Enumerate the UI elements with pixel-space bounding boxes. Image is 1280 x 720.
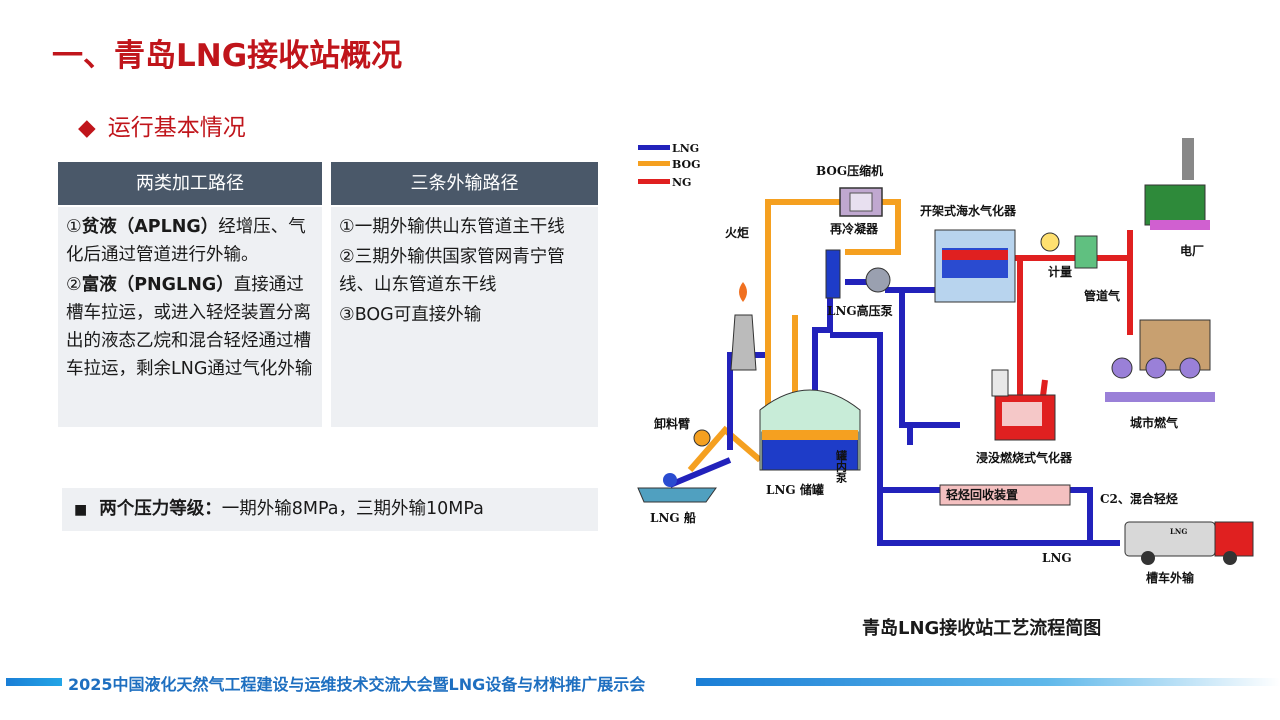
table-column-processing: 两类加工路径 ①贫液（APLNG）经增压、气化后通过管道进行外输。 ②富液（PN… bbox=[58, 162, 322, 427]
lng-line bbox=[1070, 487, 1093, 540]
lng-tank-icon bbox=[759, 389, 861, 471]
table-header: 两类加工路径 bbox=[58, 162, 322, 205]
pressure-note: ■ 两个压力等级：一期外输8MPa，三期外输10MPa bbox=[62, 488, 598, 531]
truck-label: 槽车外输 bbox=[1146, 570, 1195, 585]
pressure-label: 两个压力等级： bbox=[99, 499, 222, 519]
page-title: 一、青岛LNG接收站概况 bbox=[52, 38, 403, 74]
meter-label: 计量 bbox=[1048, 264, 1072, 279]
scv-icon bbox=[991, 369, 1056, 441]
list-item: ②富液（PNGLNG）直接通过槽车拉运，或进入轻烃装置分离出的液态乙烷和混合轻烃… bbox=[66, 271, 314, 383]
table-cell: ①贫液（APLNG）经增压、气化后通过管道进行外输。 ②富液（PNGLNG）直接… bbox=[58, 207, 322, 427]
legend-swatch-bog bbox=[638, 161, 670, 166]
lng-tank-label: LNG 储罐 bbox=[766, 482, 824, 497]
list-item: ③BOG可直接外输 bbox=[339, 305, 482, 325]
lng-line bbox=[899, 290, 960, 428]
item-bold: 富液（PNGLNG） bbox=[81, 275, 234, 295]
truck-tank-label: LNG bbox=[1170, 527, 1187, 536]
recondenser-label: 再冷凝器 bbox=[830, 221, 879, 236]
list-item: ①贫液（APLNG）经增压、气化后通过管道进行外输。 bbox=[66, 213, 314, 269]
legend-label: LNG bbox=[672, 142, 699, 155]
section-subtitle: ◆ 运行基本情况 bbox=[78, 108, 246, 142]
item-text: 经增压、气化后通过管道进行外输。 bbox=[66, 217, 306, 265]
footer: 2025中国液化天然气工程建设与运维技术交流大会暨LNG设备与材料推广展示会 bbox=[0, 668, 1280, 698]
subtitle-text: 运行基本情况 bbox=[107, 115, 246, 141]
footer-left-bar bbox=[6, 678, 62, 686]
recondenser-icon bbox=[825, 249, 841, 299]
bog-compressor-icon bbox=[839, 187, 883, 217]
lng-line bbox=[877, 490, 1120, 546]
unloading-arm-label: 卸料臂 bbox=[654, 416, 690, 431]
footer-text: 2025中国液化天然气工程建设与运维技术交流大会暨LNG设备与材料推广展示会 bbox=[68, 675, 646, 694]
lng-lines bbox=[668, 279, 1120, 546]
pipeline-gas-label: 管道气 bbox=[1084, 288, 1120, 303]
hp-pump-label: LNG高压泵 bbox=[827, 303, 893, 318]
legend-label: NG bbox=[672, 176, 691, 189]
table-header: 三条外输路径 bbox=[331, 162, 598, 205]
lng-line bbox=[668, 457, 732, 488]
legend-swatch-ng bbox=[638, 179, 670, 184]
legend-swatch-lng bbox=[638, 145, 670, 150]
torch-label: 火炬 bbox=[725, 226, 749, 240]
city-gas-icon bbox=[1105, 319, 1215, 402]
table-cell: ①一期外输供山东管道主干线 ②三期外输供国家管网青宁管线、山东管道东干线 ③BO… bbox=[331, 207, 598, 427]
legend-label: BOG bbox=[672, 158, 700, 171]
torch-icon bbox=[730, 282, 757, 371]
bog-line bbox=[765, 199, 840, 420]
in-tank-pump-label: 罐内泵 bbox=[835, 449, 849, 484]
pressure-text: 一期外输8MPa，三期外输10MPa bbox=[221, 499, 484, 519]
bog-line bbox=[845, 199, 901, 255]
truck-icon bbox=[1124, 521, 1254, 565]
scv-label: 浸没燃烧式气化器 bbox=[976, 450, 1073, 465]
diagram-caption: 青岛LNG接收站工艺流程简图 bbox=[862, 618, 1102, 639]
ngl-unit-label: 轻烃回收装置 bbox=[946, 487, 1018, 502]
list-item: ②三期外输供国家管网青宁管线、山东管道东干线 bbox=[339, 247, 565, 295]
item-number: ② bbox=[66, 275, 82, 295]
process-flow-diagram: LNG BOG NG bbox=[637, 138, 1254, 585]
item-bold: 贫液（APLNG） bbox=[81, 217, 219, 237]
orv-icon bbox=[934, 229, 1016, 303]
unloading-arm-icon bbox=[693, 429, 711, 447]
bog-line bbox=[687, 425, 762, 472]
legend: LNG BOG NG bbox=[638, 142, 700, 189]
table-column-export: 三条外输路径 ①一期外输供山东管道主干线 ②三期外输供国家管网青宁管线、山东管道… bbox=[331, 162, 598, 427]
item-text: 直接通过槽车拉运，或进入轻烃装置分离出的液态乙烷和混合轻烃通过槽车拉运，剩余LN… bbox=[66, 275, 313, 379]
lng-line bbox=[830, 332, 940, 493]
lng-ship-icon bbox=[637, 473, 717, 503]
hp-pump-icon bbox=[865, 267, 891, 293]
lng-line-label: LNG bbox=[1042, 551, 1072, 565]
ngl-unit-icon bbox=[939, 484, 1071, 506]
power-plant-icon bbox=[1144, 138, 1210, 230]
power-plant-label: 电厂 bbox=[1180, 243, 1204, 258]
diamond-bullet-icon: ◆ bbox=[78, 115, 96, 141]
lng-ship-label: LNG 船 bbox=[650, 510, 696, 525]
item-number: ① bbox=[66, 217, 82, 237]
square-bullet-icon: ■ bbox=[74, 502, 88, 518]
c2-label: C2、混合轻烃 bbox=[1100, 491, 1178, 506]
meter-icon bbox=[1040, 232, 1098, 269]
orv-label: 开架式海水气化器 bbox=[920, 203, 1017, 218]
footer-right-bar bbox=[696, 678, 1280, 686]
bog-compressor-label: BOG压缩机 bbox=[816, 163, 883, 178]
city-gas-label: 城市燃气 bbox=[1130, 415, 1178, 430]
list-item: ①一期外输供山东管道主干线 bbox=[339, 217, 565, 237]
